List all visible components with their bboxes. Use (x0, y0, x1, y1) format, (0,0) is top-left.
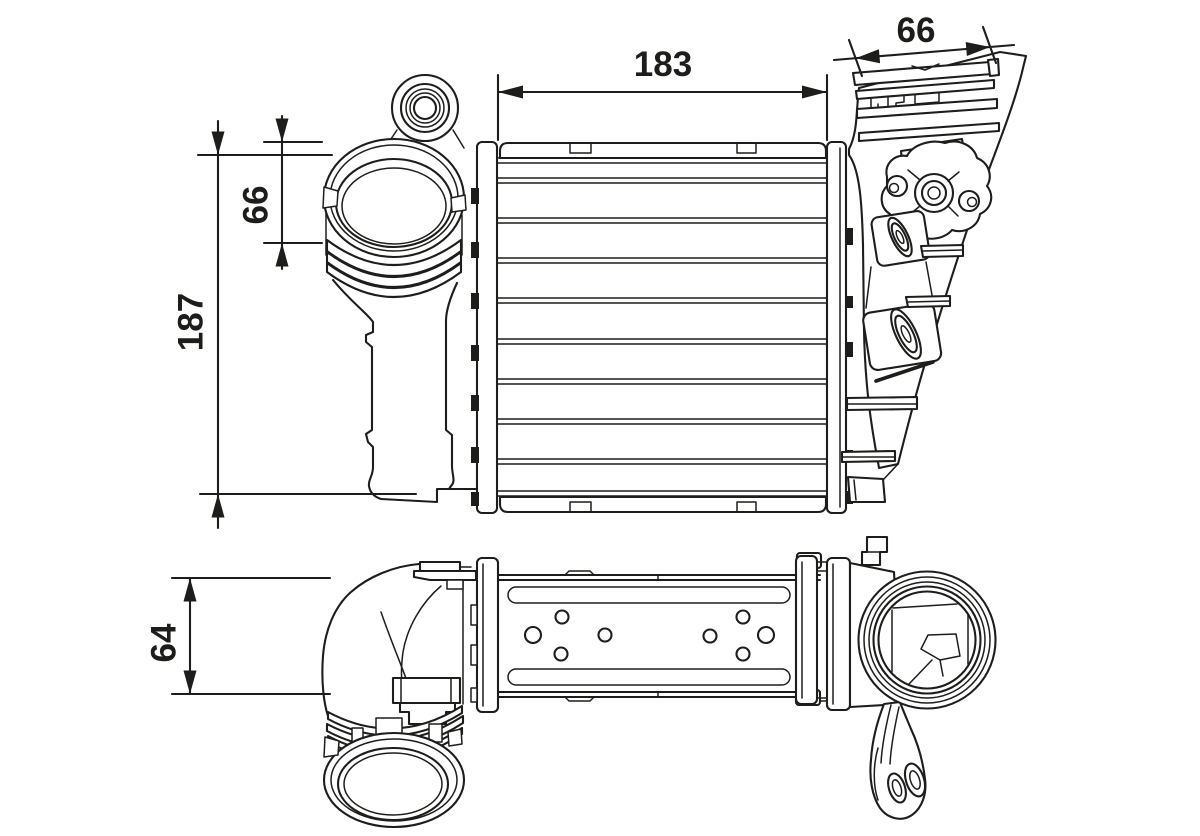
front-view: 183 66 66 187 (171, 11, 1028, 530)
dimension-187: 187 (171, 119, 418, 530)
dim-label-66-inlet: 66 (236, 186, 275, 225)
dimension-64: 64 (144, 576, 332, 696)
plan-view: 64 (144, 535, 997, 829)
dim-label-187: 187 (171, 293, 210, 351)
intercooler-core (471, 140, 853, 515)
body-plan (470, 551, 836, 714)
outlet-pipe (840, 50, 1028, 504)
dimension-183: 183 (496, 45, 829, 142)
elbow-pipe (321, 560, 478, 829)
outlet-opening (825, 535, 997, 820)
dim-label-64: 64 (144, 623, 183, 662)
dimension-66-inlet: 66 (236, 114, 324, 271)
bracket (869, 700, 927, 820)
inlet-pipe (322, 73, 479, 504)
dim-label-66-outlet: 66 (897, 11, 936, 50)
dim-label-183: 183 (634, 45, 692, 84)
dimension-66-outlet: 66 (832, 11, 1016, 78)
